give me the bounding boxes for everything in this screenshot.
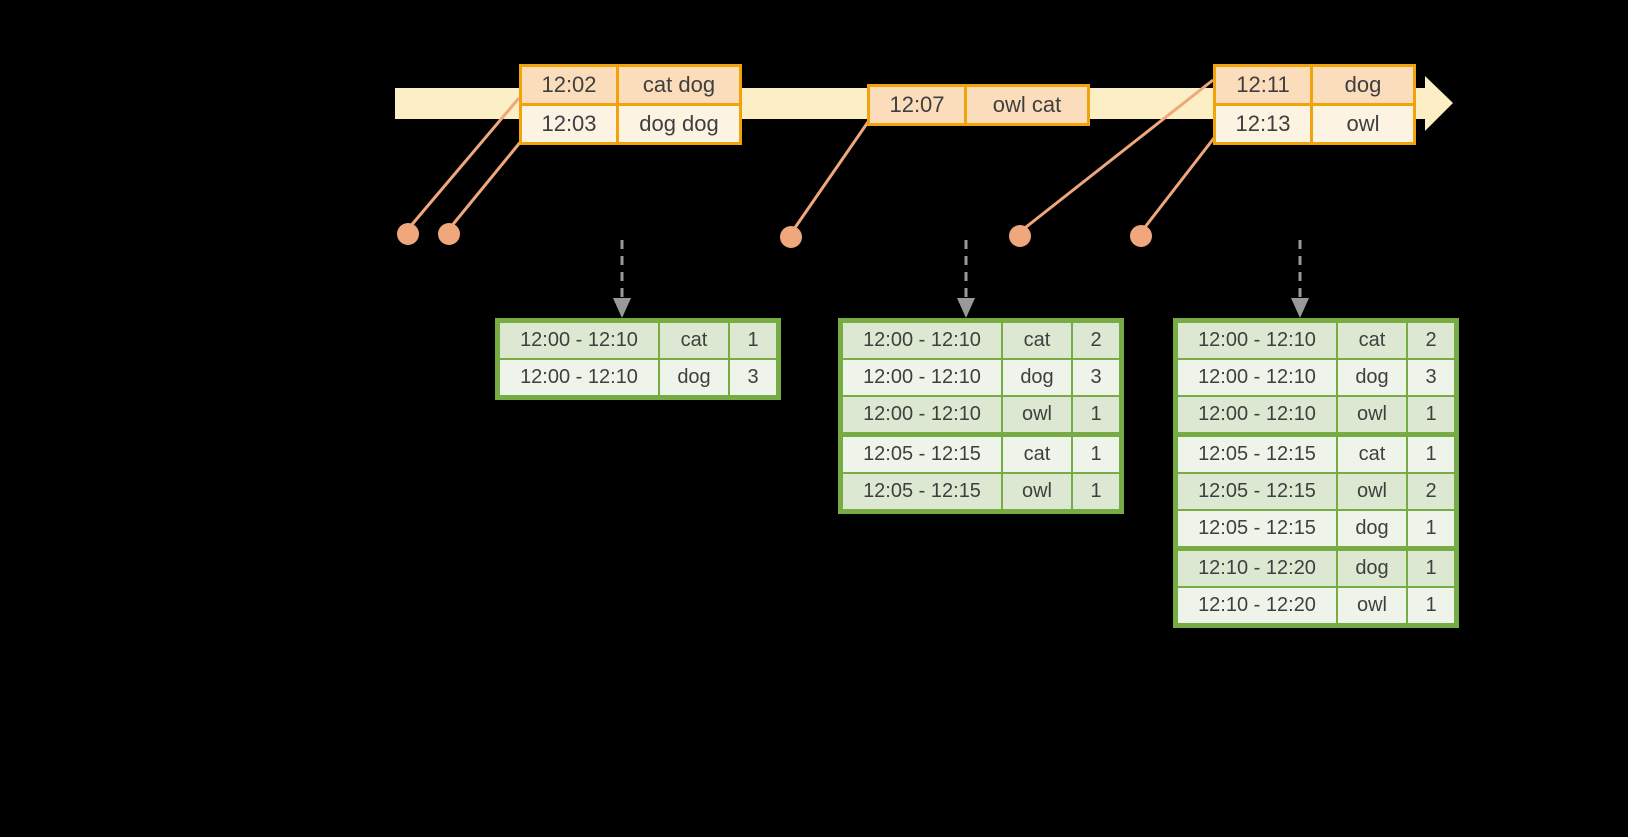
event-marker-dot [1130, 225, 1152, 247]
count-cell: 1 [1406, 509, 1458, 550]
word-cell: cat [1001, 432, 1073, 474]
word-cell: dog [1001, 358, 1073, 397]
window-cell: 12:00 - 12:10 [1174, 395, 1338, 436]
word-cell: dog [1336, 358, 1408, 397]
word-cell: cat [1001, 319, 1073, 360]
word-cell: dog [1336, 546, 1408, 588]
window-cell: 12:00 - 12:10 [1174, 358, 1338, 397]
window-cell: 12:05 - 12:15 [1174, 509, 1338, 550]
count-cell: 3 [1406, 358, 1458, 397]
window-cell: 12:05 - 12:15 [839, 472, 1003, 513]
time-cell: 12:13 [1213, 103, 1313, 145]
window-cell: 12:10 - 12:20 [1174, 546, 1338, 588]
words-cell: cat dog [616, 64, 742, 106]
window-cell: 12:00 - 12:10 [839, 319, 1003, 360]
leader-line [790, 121, 870, 233]
count-cell: 1 [1406, 432, 1458, 474]
word-cell: owl [1336, 586, 1408, 627]
count-cell: 3 [728, 358, 780, 399]
trigger-arrow-icon [1291, 240, 1309, 318]
time-cell: 12:02 [519, 64, 619, 106]
count-cell: 3 [1071, 358, 1123, 397]
trigger-arrow-icon [957, 240, 975, 318]
word-cell: cat [1336, 319, 1408, 360]
trigger-arrow-icon [613, 240, 631, 318]
count-cell: 1 [1071, 432, 1123, 474]
event-marker-dot [1009, 225, 1031, 247]
word-cell: cat [658, 319, 730, 360]
words-cell: dog [1310, 64, 1416, 106]
event-marker-dot [397, 223, 419, 245]
time-cell: 12:03 [519, 103, 619, 145]
words-cell: owl cat [964, 84, 1090, 126]
word-cell: owl [1001, 472, 1073, 513]
count-cell: 2 [1071, 319, 1123, 360]
window-cell: 12:00 - 12:10 [496, 358, 660, 399]
window-cell: 12:10 - 12:20 [1174, 586, 1338, 627]
time-cell: 12:07 [867, 84, 967, 126]
count-cell: 1 [728, 319, 780, 360]
leader-line [1020, 78, 1214, 233]
count-cell: 1 [1071, 395, 1123, 436]
word-cell: owl [1336, 472, 1408, 511]
window-cell: 12:00 - 12:10 [839, 395, 1003, 436]
window-cell: 12:00 - 12:10 [1174, 319, 1338, 360]
word-cell: dog [1336, 509, 1408, 550]
window-cell: 12:00 - 12:10 [496, 319, 660, 360]
count-cell: 1 [1406, 546, 1458, 588]
timeline-arrow-icon [1425, 76, 1453, 131]
word-cell: cat [1336, 432, 1408, 474]
count-cell: 2 [1406, 472, 1458, 511]
word-cell: dog [658, 358, 730, 399]
words-cell: owl [1310, 103, 1416, 145]
count-cell: 2 [1406, 319, 1458, 360]
leader-line [448, 139, 524, 229]
count-cell: 1 [1406, 395, 1458, 436]
leader-line [407, 97, 521, 229]
event-marker-dot [780, 226, 802, 248]
window-cell: 12:05 - 12:15 [839, 432, 1003, 474]
count-cell: 1 [1071, 472, 1123, 513]
window-cell: 12:05 - 12:15 [1174, 432, 1338, 474]
event-marker-dot [438, 223, 460, 245]
window-cell: 12:05 - 12:15 [1174, 472, 1338, 511]
time-cell: 12:11 [1213, 64, 1313, 106]
word-cell: owl [1336, 395, 1408, 436]
leader-line [1140, 137, 1216, 232]
words-cell: dog dog [616, 103, 742, 145]
word-cell: owl [1001, 395, 1073, 436]
window-cell: 12:00 - 12:10 [839, 358, 1003, 397]
count-cell: 1 [1406, 586, 1458, 627]
